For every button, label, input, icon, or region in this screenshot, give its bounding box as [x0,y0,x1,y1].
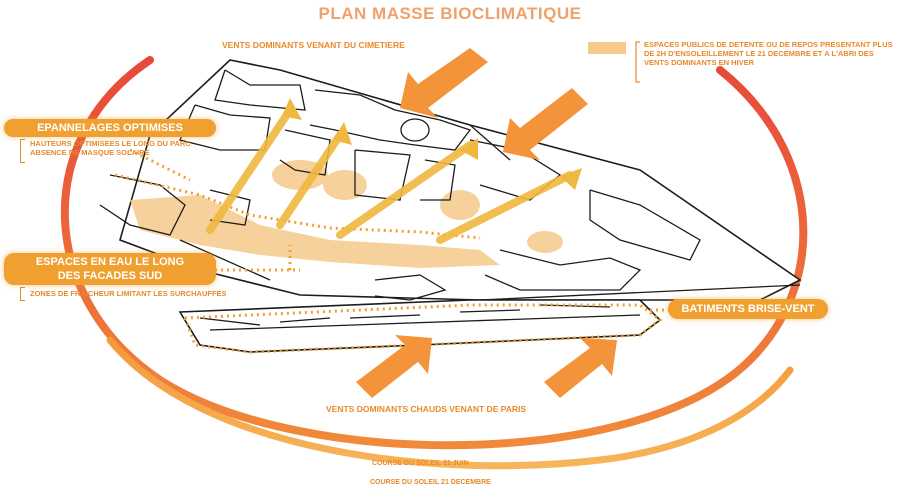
espaces-eau-callout: ESPACES EN EAU LE LONG DES FACADES SUD [4,253,216,285]
epannelages-callout: EPANNELAGES OPTIMISES [4,119,216,137]
sun-course-june-ring [61,56,808,450]
wind-arrow-cemetery-1 [400,48,488,118]
wind-arrow-cemetery-2 [503,88,588,160]
sun-december-label: COURSE DU SOLEIL 21 DECEMBRE [370,479,491,486]
epannelages-note-line1: HAUTEURS OPTIMISEES LE LONG DU PARC [30,139,191,148]
batiments-brise-vent-callout: BATIMENTS BRISE-VENT [668,299,828,319]
espaces-eau-title-line1: ESPACES EN EAU LE LONG [35,256,185,268]
batiments-brise-vent-title: BATIMENTS BRISE-VENT [681,303,815,315]
espaces-eau-title-line2: DES FACADES SUD [57,270,163,282]
espaces-eau-note: ZONES DE FRAICHEUR LIMITANT LES SURCHAUF… [30,289,227,298]
wind-arrows [356,48,617,398]
diagram-title: PLAN MASSE BIOCLIMATIQUE [318,4,582,23]
epannelages-bracket [20,139,25,163]
epannelages-title: EPANNELAGES OPTIMISES [37,122,183,134]
corridor-arrowheads [282,98,582,190]
ventilation-corridors [206,106,574,244]
epannelages-note-line2: ABSENCE DE MASQUE SOLAIRE [30,148,150,157]
espaces-eau-bracket [20,287,25,301]
legend-bracket [635,41,640,83]
legend-text: ESPACES PUBLICS DE DETENTE OU DE REPOS P… [644,40,893,67]
legend-swatch [588,42,626,54]
sun-course-december-ring [106,336,794,470]
wind-arrow-paris-2 [544,338,617,398]
wind-arrow-paris-1 [356,335,432,398]
wind-paris-label: VENTS DOMINANTS CHAUDS VENANT DE PARIS [326,404,527,414]
sun-june-label: COURSE DU SOLEIL 21 JUIN [372,460,469,467]
wind-cemetery-label: VENTS DOMINANTS VENANT DU CIMETIERE [222,40,405,50]
epannelages-note: HAUTEURS OPTIMISEES LE LONG DU PARC ABSE… [30,139,250,157]
